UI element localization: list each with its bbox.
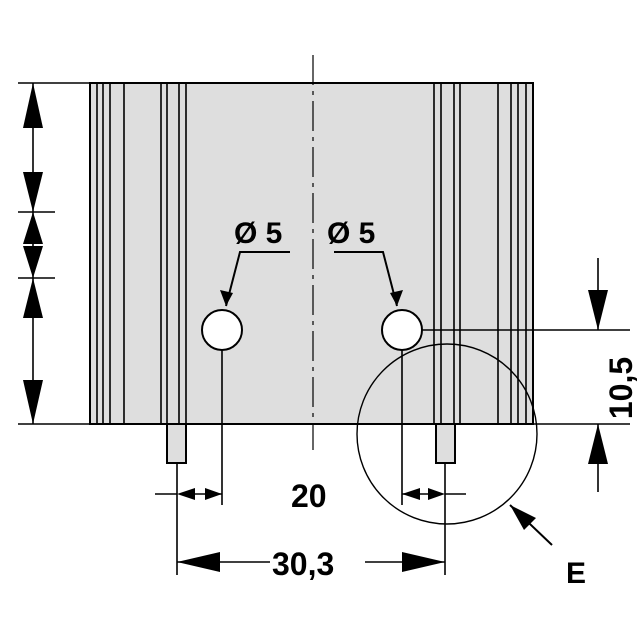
hole-right <box>381 309 423 351</box>
dim-inner-pitch-label: 20 <box>291 478 327 514</box>
fin-lines-left <box>96 83 187 424</box>
hole-right-label: Ø 5 <box>327 217 375 250</box>
detail-label: E <box>566 557 586 590</box>
dim-hole-height-label: 10,5 <box>603 357 639 419</box>
hole-right-leader <box>334 251 398 307</box>
fin-lines-right <box>433 83 527 424</box>
heatsink-body <box>89 82 534 425</box>
pin-right <box>435 423 456 464</box>
dim-inner-pitch <box>155 488 466 500</box>
hole-left <box>201 309 243 351</box>
detail-circle <box>356 343 538 525</box>
hole-left-label: Ø 5 <box>234 217 282 250</box>
hole-left-leader <box>225 251 290 307</box>
pin-left <box>166 423 187 464</box>
dim-outer-pitch-label: 30,3 <box>272 546 334 582</box>
dim-outer-pitch <box>177 552 445 572</box>
